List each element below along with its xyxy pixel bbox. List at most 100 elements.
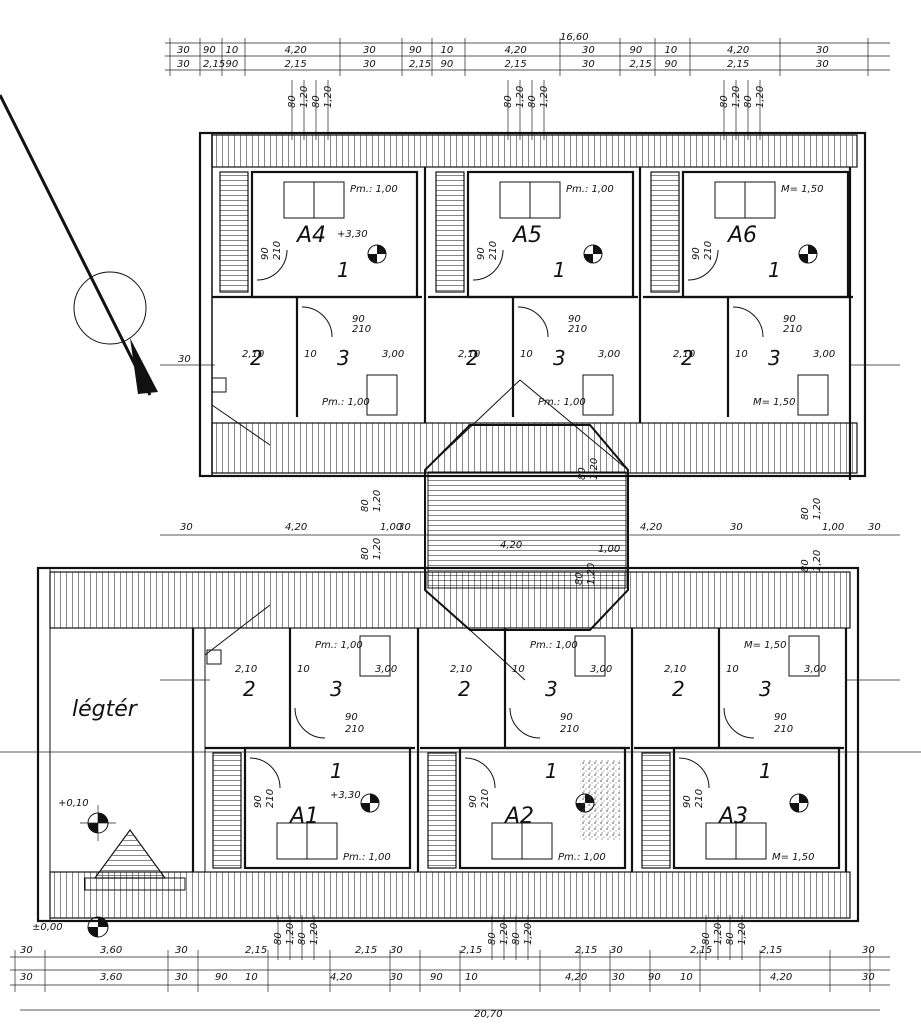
vert-mark-3: 1,20	[372, 538, 383, 560]
top-dim-r1-5: 90	[409, 45, 422, 56]
room-2-number: 2	[243, 677, 256, 701]
bottom-col-mark-2-1: 1,20	[713, 923, 724, 945]
room-2-number: 2	[250, 346, 263, 370]
top-col-mark-2-2: 80	[743, 95, 754, 108]
unit-label: A6	[726, 223, 757, 248]
stair-width-dim: 4,20	[500, 540, 522, 551]
unit-stair	[435, 171, 465, 293]
unit-pm-bottom: Pm.: 1,00	[538, 397, 586, 408]
top-dim-r2-9: 2,15	[630, 59, 652, 70]
bottom-dim-r2-0: 30	[20, 972, 33, 983]
air-space-elevation: +0,10	[58, 798, 89, 809]
vert-mark-2: 80	[360, 547, 371, 560]
window-icon	[797, 374, 829, 416]
door-height-3: 210	[774, 724, 793, 735]
door-icon	[249, 757, 281, 789]
mid-dim-1: 4,20	[285, 522, 307, 533]
room-3-width: 3,00	[813, 349, 835, 360]
door-height-3: 210	[783, 324, 802, 335]
top-col-mark-0-1: 1,20	[299, 86, 310, 108]
bottom-dim-r1-10: 2,15	[760, 945, 782, 956]
room-3-width: 3,00	[382, 349, 404, 360]
door-icon	[301, 306, 333, 338]
room-1-number: 1	[768, 258, 781, 282]
bottom-dim-r2-2: 30	[175, 972, 188, 983]
bottom-dim-r2-14: 30	[862, 972, 875, 983]
room-2-width: 2,10	[673, 349, 695, 360]
bottom-dim-r2-13: 4,20	[770, 972, 792, 983]
bottom-dim-r2-3: 90	[215, 972, 228, 983]
top-dim-r1-2: 10	[226, 45, 239, 56]
unit-pm-top: M= 1,50	[772, 852, 814, 863]
bottom-dim-r1-3: 2,15	[245, 945, 267, 956]
bottom-col-mark-2-3: 1,20	[737, 923, 748, 945]
top-dim-r1-12: 30	[816, 45, 829, 56]
door-icon	[464, 757, 496, 789]
window-icon	[788, 635, 820, 677]
unit-stair	[650, 171, 680, 293]
door-height: 210	[703, 241, 714, 260]
door-height-3: 210	[568, 324, 587, 335]
room-2-number: 2	[466, 346, 479, 370]
room-1-number: 1	[545, 759, 558, 783]
unit-pm-bottom: M= 1,50	[744, 640, 786, 651]
mid-dim-4: 4,20	[640, 522, 662, 533]
window-icon	[574, 635, 606, 677]
bottom-dim-r1-6: 2,15	[460, 945, 482, 956]
door-height: 210	[265, 789, 276, 808]
door-height: 210	[488, 241, 499, 260]
top-dim-r2-10: 90	[665, 59, 678, 70]
door-height: 210	[272, 241, 283, 260]
stair-gap-dim: 1,00	[598, 544, 620, 555]
bottom-dim-r1-9: 2,15	[690, 945, 712, 956]
door-width: 90	[682, 795, 693, 808]
bottom-dim-r1-0: 30	[20, 945, 33, 956]
top-dim-r2-0: 30	[177, 59, 190, 70]
top-dim-r1-6: 10	[441, 45, 454, 56]
vert-mark-8: 80	[577, 467, 588, 480]
unit-pm-bottom: Pm.: 1,00	[322, 397, 370, 408]
door-icon	[517, 306, 549, 338]
top-dim-r2-4: 30	[363, 59, 376, 70]
door-icon	[678, 757, 710, 789]
top-dim-r2-8: 30	[582, 59, 595, 70]
room-1-number: 1	[759, 759, 772, 783]
room-2-number: 2	[681, 346, 694, 370]
door-width: 90	[253, 795, 264, 808]
room-2-width: 2,10	[458, 349, 480, 360]
top-dim-r2-7: 2,15	[505, 59, 527, 70]
wall-thickness: 10	[520, 349, 533, 360]
door-height: 210	[694, 789, 705, 808]
unit-stair	[641, 752, 671, 869]
top-col-mark-1-3: 1,20	[539, 86, 550, 108]
wall-thickness: 10	[304, 349, 317, 360]
wall-thickness: 10	[512, 664, 525, 675]
room-2-number: 2	[458, 677, 471, 701]
top-col-mark-0-3: 1,20	[323, 86, 334, 108]
svg-text:±0,00: ±0,00	[32, 922, 63, 933]
unit-pm-top: M= 1,50	[781, 184, 823, 195]
wall-thickness: 10	[297, 664, 310, 675]
central-staircase	[424, 379, 629, 681]
wall-thickness: 10	[726, 664, 739, 675]
wall-thickness: 10	[735, 349, 748, 360]
bottom-col-mark-2-2: 80	[725, 932, 736, 945]
bottom-dim-r2-10: 30	[612, 972, 625, 983]
upper-block	[198, 131, 867, 480]
bottom-dim-r2-12: 10	[680, 972, 693, 983]
door-icon	[256, 249, 288, 281]
vert-mark-9: 1,20	[589, 458, 600, 480]
door-icon	[723, 707, 755, 739]
top-dim-r1-11: 4,20	[727, 45, 749, 56]
bottom-col-mark-0-1: 1,20	[285, 923, 296, 945]
top-dim-r1-1: 90	[203, 45, 216, 56]
bottom-dim-r1-2: 30	[175, 945, 188, 956]
bottom-dim-r1-11: 30	[862, 945, 875, 956]
unit-pm-top: Pm.: 1,00	[566, 184, 614, 195]
door-width-3: 90	[568, 314, 581, 325]
